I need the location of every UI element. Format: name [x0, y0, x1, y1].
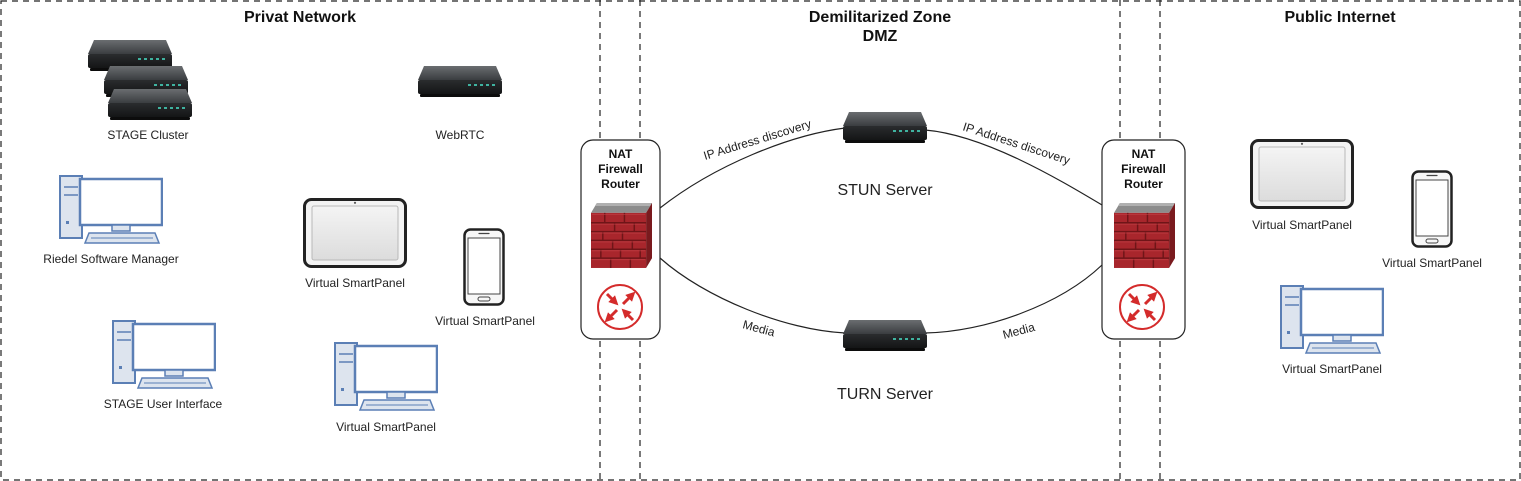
label-public-pc-panel: Virtual SmartPanel	[1282, 362, 1382, 376]
riedel-software-manager-pc-icon	[59, 175, 163, 245]
label-webrtc: WebRTC	[435, 128, 485, 142]
edge-label-ip-discovery-left: IP Address discovery	[702, 117, 813, 163]
label-turn-server: TURN Server	[836, 386, 933, 403]
edge-label-ip-discovery-right: IP Address discovery	[961, 120, 1072, 168]
public-virtual-smartpanel-pc-icon	[1280, 285, 1384, 355]
label-stun-server: STUN Server	[837, 182, 933, 199]
router-icon	[598, 285, 642, 329]
edge-turn-to-right	[924, 264, 1103, 334]
firewall-left-line1: NAT	[608, 147, 633, 161]
label-private-phone: Virtual SmartPanel	[435, 314, 535, 328]
firewall-right-line2: Firewall	[1121, 162, 1166, 176]
webrtc-server-icon	[418, 66, 502, 97]
label-public-phone: Virtual SmartPanel	[1382, 256, 1482, 270]
label-stage-user-interface: STAGE User Interface	[103, 397, 223, 411]
turn-server-icon	[843, 320, 927, 351]
zone-title-private-text: Privat Network	[243, 9, 357, 26]
edge-left-to-stun	[659, 127, 846, 209]
label-public-tablet: Virtual SmartPanel	[1252, 218, 1352, 232]
label-riedel-software-manager: Riedel Software Manager	[43, 252, 179, 266]
private-phone-icon	[463, 228, 505, 306]
public-tablet-icon	[1250, 139, 1354, 209]
label-stage-cluster: STAGE Cluster	[107, 128, 189, 142]
edge-left-to-turn	[659, 257, 846, 334]
stun-server-icon	[843, 112, 927, 143]
brick-firewall-icon	[591, 203, 652, 268]
firewall-left-title: NAT Firewall Router	[581, 147, 660, 192]
edge-stun-to-right	[924, 129, 1103, 206]
label-private-tablet: Virtual SmartPanel	[305, 276, 405, 290]
firewall-left-line2: Firewall	[598, 162, 643, 176]
zone-title-dmz-line1: Demilitarized Zone	[808, 9, 952, 26]
brick-firewall-icon	[1114, 203, 1175, 268]
zone-title-private: Privat Network	[150, 8, 450, 27]
firewall-right	[1101, 139, 1186, 340]
private-virtual-smartpanel-pc-icon	[334, 342, 438, 412]
private-tablet-icon	[303, 198, 407, 268]
public-phone-icon	[1411, 170, 1453, 248]
stage-user-interface-pc-icon	[112, 320, 216, 390]
firewall-left-line3: Router	[601, 177, 640, 191]
stage-cluster-icon	[88, 40, 192, 120]
edge-label-media-left: Media	[741, 317, 777, 339]
zone-title-public-text: Public Internet	[1284, 9, 1396, 26]
firewall-right-title: NAT Firewall Router	[1102, 147, 1185, 192]
firewall-right-line1: NAT	[1131, 147, 1156, 161]
connections	[659, 127, 1103, 334]
zone-title-public: Public Internet	[1190, 8, 1490, 27]
zone-title-dmz-line2: DMZ	[862, 28, 898, 45]
label-private-pc-panel: Virtual SmartPanel	[336, 420, 436, 434]
zone-title-dmz: Demilitarized Zone DMZ	[730, 8, 1030, 46]
edge-labels: IP Address discovery IP Address discover…	[702, 117, 1072, 342]
firewall-left	[580, 139, 661, 340]
firewall-right-line3: Router	[1124, 177, 1163, 191]
edge-label-media-right: Media	[1001, 320, 1037, 342]
router-icon	[1120, 285, 1164, 329]
